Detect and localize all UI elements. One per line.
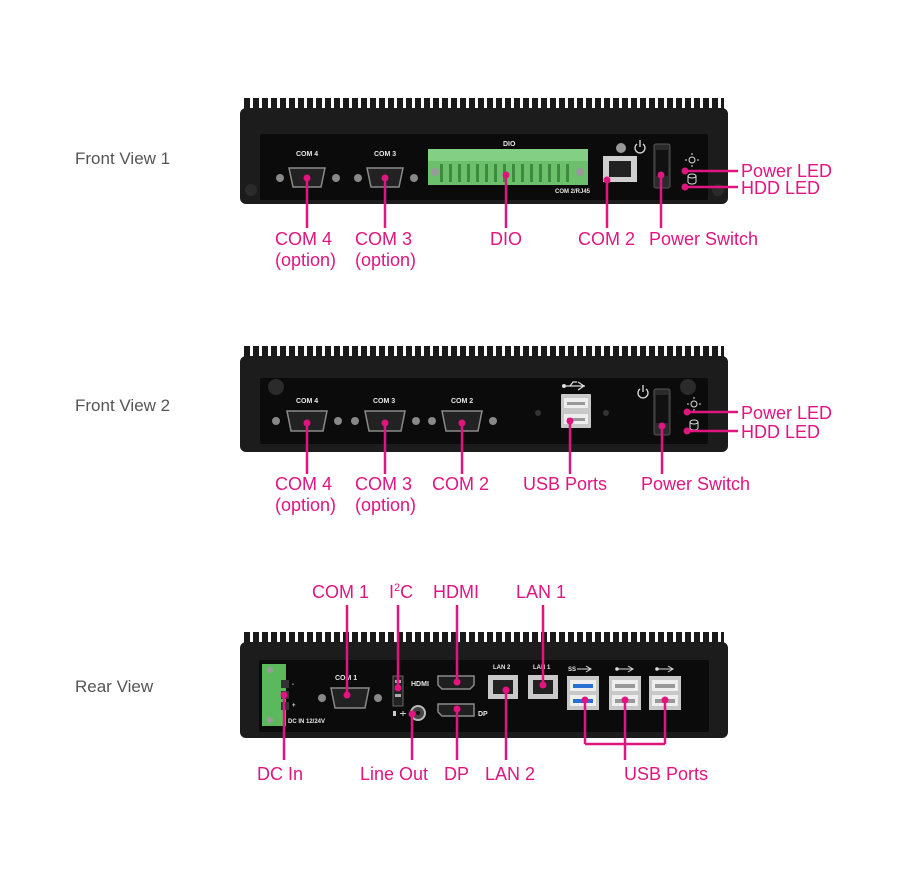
view-title: Front View 2 [75, 396, 170, 415]
callout-com4-note: (option) [275, 250, 336, 270]
callouts: COM 1 I2C HDMI LAN 1 DC In Line Out DP L… [257, 582, 708, 784]
panel-label: DIO [503, 141, 516, 148]
callout-com3-note: (option) [355, 250, 416, 270]
callout-power-led: Power LED [741, 403, 832, 423]
callout-hdd-led: HDD LED [741, 178, 820, 198]
callout-com2: COM 2 [432, 474, 489, 494]
power-icon [634, 140, 646, 154]
callout-com4-note: (option) [275, 495, 336, 515]
callout-lan2: LAN 2 [485, 764, 535, 784]
panel-label: DC IN 12/24V [288, 719, 325, 725]
panel-label: SS [568, 667, 576, 673]
callout-dp: DP [444, 764, 469, 784]
hdd-cylinder-icon [687, 173, 697, 185]
callout-power-led: Power LED [741, 161, 832, 181]
callout-com1: COM 1 [312, 582, 369, 602]
callout-hdmi: HDMI [433, 582, 479, 602]
panel-label: COM 3 [374, 151, 396, 158]
view-title: Front View 1 [75, 149, 170, 168]
callout-dc-in: DC In [257, 764, 303, 784]
callout-com3: COM 3 [355, 229, 412, 249]
callout-power-switch: Power Switch [649, 229, 758, 249]
view-title: Rear View [75, 677, 154, 696]
callout-lan1: LAN 1 [516, 582, 566, 602]
sun-led-icon [685, 153, 699, 167]
callout-usb: USB Ports [523, 474, 607, 494]
callout-com4: COM 4 [275, 474, 332, 494]
com4-port: COM 4 [276, 151, 340, 188]
callout-dio: DIO [490, 229, 522, 249]
callout-line-out: Line Out [360, 764, 428, 784]
svg-text:-: - [292, 682, 294, 688]
callouts: COM 4 (option) COM 3 (option) DIO COM 2 … [275, 161, 832, 270]
callout-com3-note: (option) [355, 495, 416, 515]
panel-label: COM 4 [296, 151, 318, 158]
callout-com3: COM 3 [355, 474, 412, 494]
svg-text:+: + [292, 703, 296, 709]
dio-terminal-block: DIO [428, 141, 588, 185]
panel-label: HDMI [411, 681, 429, 688]
callout-usb: USB Ports [624, 764, 708, 784]
power-icon [637, 385, 649, 399]
rear-view: Rear View - + DC IN 12/24V COM 1 [75, 582, 728, 784]
sun-led-icon [687, 397, 701, 411]
callout-power-switch: Power Switch [641, 474, 750, 494]
front-view-1: Front View 1 COM 4 COM 3 DIO [75, 98, 832, 270]
usb-icon [577, 665, 592, 673]
panel-label: DP [478, 711, 488, 718]
panel-label: COM 2 [451, 398, 473, 405]
panel-label: COM 4 [296, 398, 318, 405]
usb-icon [562, 381, 586, 391]
front-view-2: Front View 2 COM 4 COM 3 COM 2 [75, 346, 832, 515]
callout-hdd-led: HDD LED [741, 422, 820, 442]
callout-com4: COM 4 [275, 229, 332, 249]
panel-label: COM 2/RJ45 [555, 189, 591, 195]
callout-i2c: I2C [389, 582, 413, 602]
usb-icon [655, 665, 674, 673]
panel-label: LAN 2 [493, 665, 511, 671]
callouts: COM 4 (option) COM 3 (option) COM 2 USB … [275, 403, 832, 515]
usb-icon [615, 665, 634, 673]
callout-com2: COM 2 [578, 229, 635, 249]
power-switch [637, 385, 671, 436]
panel-label: COM 3 [373, 398, 395, 405]
audio-out-icon [393, 711, 406, 716]
